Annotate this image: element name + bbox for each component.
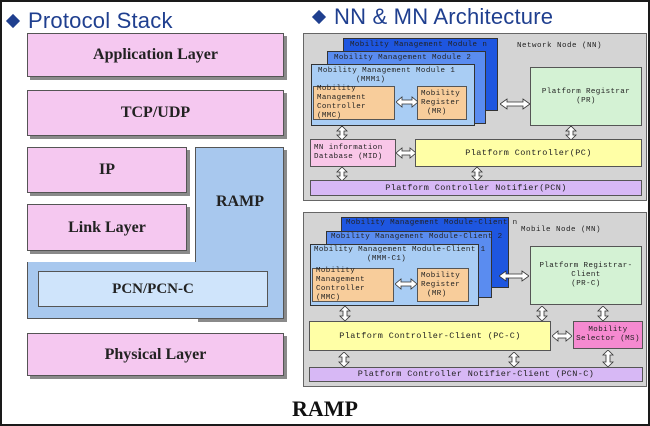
- pcn-label: PCN/PCN-C: [112, 280, 194, 297]
- nn-mmm-1-sublabel: (MMM1): [356, 76, 386, 84]
- nn-mid-pc-arrow: [396, 147, 416, 159]
- link-layer: Link Layer: [27, 204, 187, 251]
- mn-mmc-line1: Mobility: [316, 267, 356, 275]
- nn-mmc-line2: Management: [317, 94, 367, 102]
- nn-pr-pc-arrow: [565, 126, 577, 140]
- mn-mmm-pcc-arrow: [339, 306, 351, 321]
- mn-pcc-pcnc-arrow: [338, 352, 350, 367]
- mn-mmm-prc-arrow: [499, 270, 529, 282]
- mn-mmm-1-sublabel: (MMM-C1): [367, 255, 407, 263]
- nn-pr-line2: (PR): [576, 96, 596, 105]
- nn-pc-label: Platform Controller(PC): [465, 147, 592, 158]
- mobile-node-label: Mobile Node (MN): [521, 226, 602, 234]
- nn-mmc-line1: Mobility: [317, 85, 357, 93]
- nn-platform-controller: Platform Controller(PC): [415, 139, 642, 167]
- mn-prc-line2: (PR-C): [571, 280, 601, 288]
- network-node-label: Network Node (NN): [517, 42, 603, 50]
- protocol-stack-title: Protocol Stack: [5, 8, 173, 34]
- mn-platform-controller-client: Platform Controller-Client (PC-C): [309, 321, 551, 351]
- mn-mr-line2: Register: [421, 280, 461, 289]
- application-layer: Application Layer: [27, 33, 284, 77]
- nn-pr-line1: Platform Registrar: [541, 87, 631, 96]
- diamond-bullet-icon: [311, 9, 327, 25]
- mn-mmc-line3: Controller (MMC): [316, 285, 366, 302]
- nn-pcn-label: Platform Controller Notifier(PCN): [385, 182, 567, 193]
- nn-mmm-pc-arrow: [336, 126, 348, 140]
- mn-ms-line1: Mobility: [588, 326, 628, 334]
- mn-platform-registrar-client: Platform Registrar-Client(PR-C): [530, 246, 642, 305]
- application-layer-label: Application Layer: [93, 46, 218, 63]
- tcp-udp-layer: TCP/UDP: [27, 90, 284, 136]
- nn-mmm-pr-arrow: [500, 98, 530, 110]
- mn-pcc-ms-arrow: [552, 330, 572, 342]
- protocol-stack-title-text: Protocol Stack: [28, 8, 173, 33]
- physical-layer: Physical Layer: [27, 333, 284, 376]
- nn-platform-registrar: Platform Registrar(PR): [530, 67, 642, 126]
- mn-mr-line3: (MR): [427, 289, 447, 298]
- ip-label: IP: [99, 161, 115, 178]
- link-layer-label: Link Layer: [68, 218, 146, 236]
- ramp-label: RAMP: [216, 193, 264, 210]
- mn-prc-pcc-arrow: [536, 306, 548, 321]
- pcn-box: PCN/PCN-C: [38, 271, 268, 307]
- nn-mmm-2-label: Mobility Management Module 2: [334, 54, 472, 62]
- mn-mmm-n-label: Mobility Management Module-Client n: [346, 219, 518, 227]
- nn-mr-line2: Register: [421, 98, 461, 107]
- mn-pcc-label: Platform Controller-Client (PC-C): [339, 330, 521, 341]
- architecture-title-text: NN & MN Architecture: [334, 4, 554, 29]
- mn-ms-line2: Selector (MS): [576, 335, 640, 343]
- nn-mmc-mr-arrow: [396, 96, 418, 108]
- ip-layer: IP: [27, 147, 187, 193]
- nn-pcn-bar: Platform Controller Notifier(PCN): [310, 180, 642, 196]
- mn-prc-line1: Platform Registrar-Client: [539, 262, 633, 279]
- mn-pcnc-label: Platform Controller Notifier-Client (PCN…: [357, 369, 595, 379]
- mn-ms-pcnc-arrow: [602, 350, 614, 367]
- nn-mmc-line3: Controller (MMC): [317, 103, 367, 120]
- ramp-join: [196, 262, 282, 265]
- figure-caption: RAMP: [292, 396, 358, 421]
- mn-mr-line1: Mobility: [421, 271, 461, 280]
- nn-mid-line1: MN information: [314, 144, 383, 152]
- nn-mmm-1-label: Mobility Management Module 1: [318, 67, 456, 75]
- nn-mr-line1: Mobility: [421, 89, 461, 98]
- nn-mr-line3: (MR): [427, 107, 447, 116]
- nn-mmm-n-label: Mobility Management Module n: [350, 41, 488, 49]
- mn-mmm-1-label: Mobility Management Module-Client 1: [314, 246, 486, 254]
- diamond-bullet-icon: [5, 13, 21, 29]
- mn-mmc-mr-arrow: [395, 278, 417, 290]
- mn-mmm-2-label: Mobility Management Module-Client 2: [331, 233, 503, 241]
- mn-mmc-line2: Management: [316, 276, 366, 284]
- tcp-udp-label: TCP/UDP: [120, 104, 191, 121]
- mn-prc-ms-arrow: [597, 306, 609, 321]
- mn-pcc-pcnc-arrow-2: [508, 352, 520, 367]
- architecture-title: NN & MN Architecture: [311, 4, 554, 30]
- nn-mid-pcn-arrow: [336, 167, 348, 181]
- mn-pcnc-bar: Platform Controller Notifier-Client (PCN…: [309, 367, 643, 382]
- physical-layer-label: Physical Layer: [104, 345, 207, 363]
- nn-mid-line2: Database (MID): [314, 153, 383, 161]
- nn-pc-pcn-arrow: [471, 167, 483, 181]
